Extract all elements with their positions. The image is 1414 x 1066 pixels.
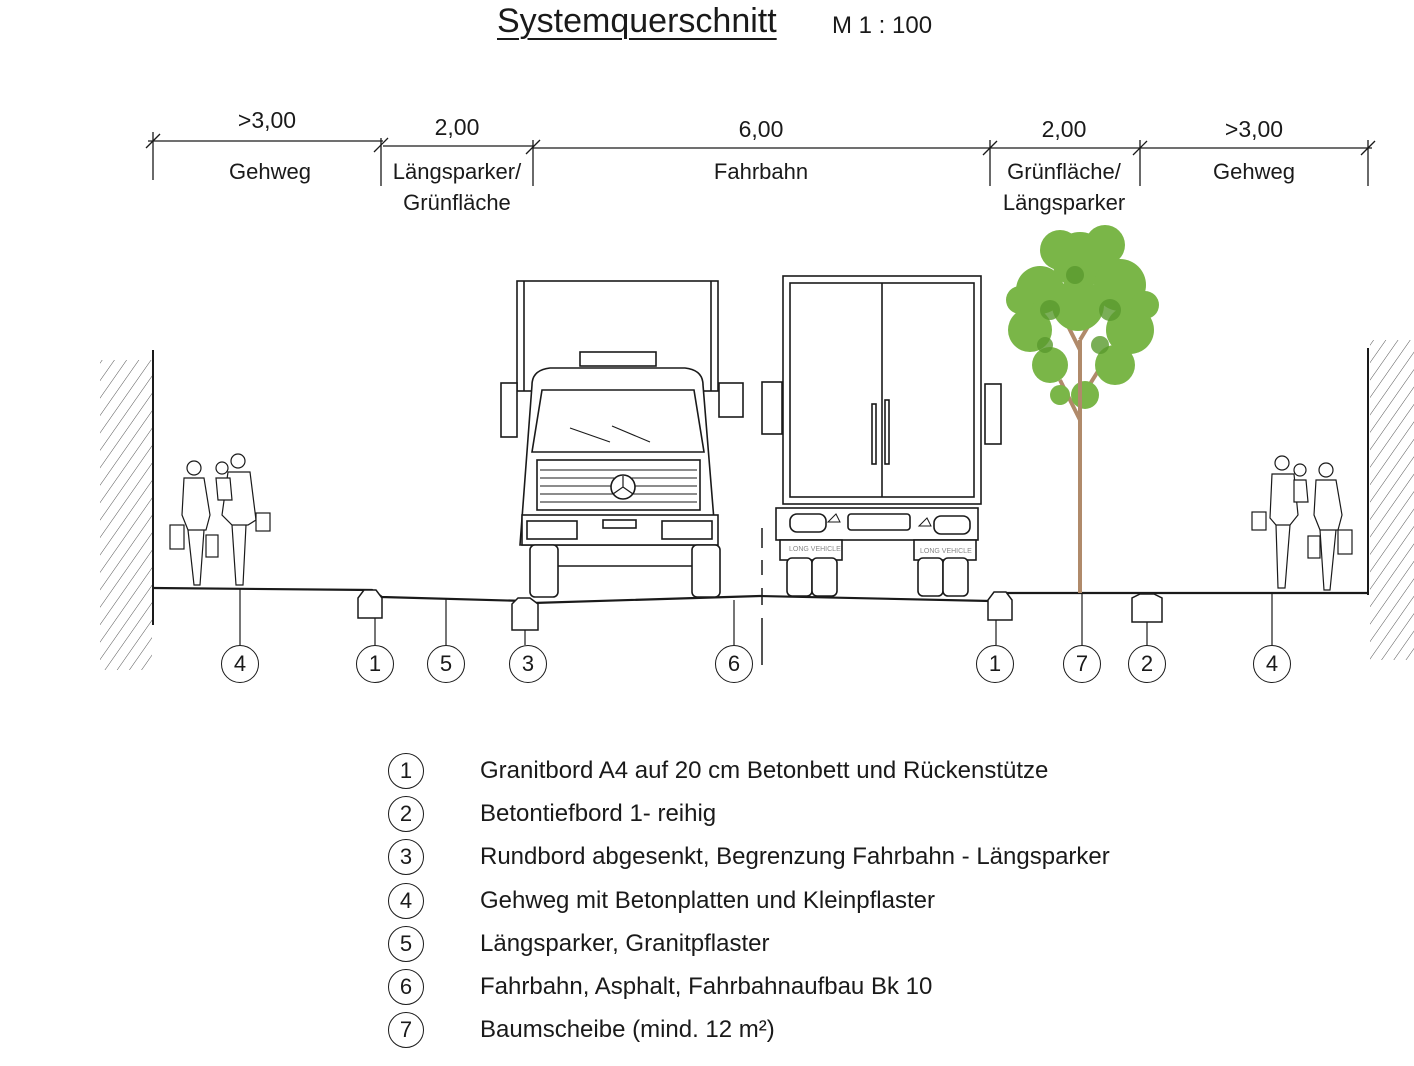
marker-label: 4 — [1265, 651, 1279, 676]
pedestrians-right — [1251, 455, 1353, 591]
marker-2: 2 — [1128, 645, 1166, 683]
legend-number: 1 — [388, 753, 424, 789]
marker-1-left: 1 — [356, 645, 394, 683]
marker-label: 2 — [1140, 651, 1154, 676]
zone-label-gehweg-left: Gehweg — [229, 159, 311, 184]
marker-3: 3 — [509, 645, 547, 683]
dim-value-laengsparker-left: 2,00 — [434, 114, 480, 140]
dim-value-gehweg-left: >3,00 — [237, 107, 297, 133]
curb-1-left — [357, 589, 383, 619]
street-tree — [1006, 225, 1159, 593]
marker-label: 7 — [1075, 651, 1089, 676]
marker-6: 6 — [715, 645, 753, 683]
truck-front-view — [500, 280, 744, 598]
legend-text: Rundbord abgesenkt, Begrenzung Fahrbahn … — [480, 843, 1110, 871]
curb-1-right — [987, 591, 1013, 621]
legend-number: 4 — [388, 882, 424, 919]
truck-plate-right: LONG VEHICLE — [920, 548, 972, 555]
marker-label: 6 — [727, 651, 741, 676]
marker-leaders — [239, 588, 1273, 645]
legend-number: 2 — [388, 796, 424, 833]
legend-number: 6 — [388, 968, 424, 1005]
header: Systemquerschnitt M 1 : 100 — [0, 0, 1414, 60]
legend-text: Längsparker, Granitpflaster — [480, 929, 770, 957]
marker-label: 1 — [368, 651, 382, 676]
marker-4-right: 4 — [1253, 645, 1291, 683]
legend-text: Baumscheibe (mind. 12 m²) — [480, 1016, 775, 1044]
drawing-title: Systemquerschnitt — [497, 2, 777, 40]
curb-2 — [1131, 593, 1163, 623]
marker-label: 5 — [439, 651, 453, 676]
zone-label-fahrbahn: Fahrbahn — [713, 159, 809, 184]
building-wall-left — [100, 350, 154, 670]
pedestrians-left — [169, 453, 271, 586]
marker-4-left: 4 — [221, 645, 259, 683]
curb-3 — [511, 597, 539, 631]
drawing-scale: M 1 : 100 — [832, 12, 933, 39]
legend-number: 7 — [388, 1012, 424, 1049]
dim-value-gruenflaeche-right: 2,00 — [1041, 116, 1087, 142]
marker-label: 3 — [521, 651, 535, 676]
building-wall-right — [1367, 340, 1414, 660]
zone-label-gruenflaeche-right: Grünfläche/ Längsparker — [1002, 159, 1126, 215]
legend-text: Fahrbahn, Asphalt, Fahrbahnaufbau Bk 10 — [480, 972, 933, 1000]
legend-text: Granitbord A4 auf 20 cm Betonbett und Rü… — [480, 757, 1049, 784]
marker-5: 5 — [427, 645, 465, 683]
ground-profile — [152, 586, 1368, 605]
zone-label-laengsparker-left: Längsparker/ Grünfläche — [392, 159, 522, 215]
legend-number: 5 — [388, 925, 424, 962]
marker-7: 7 — [1063, 645, 1101, 683]
dim-value-gehweg-right: >3,00 — [1224, 116, 1284, 142]
dim-value-fahrbahn: 6,00 — [738, 116, 784, 142]
truck-rear-view — [761, 275, 1002, 597]
marker-label: 1 — [988, 651, 1002, 676]
legend-text: Gehweg mit Betonplatten und Kleinpflaste… — [480, 886, 935, 914]
dimension-line — [145, 132, 1376, 186]
zone-label-gehweg-right: Gehweg — [1213, 159, 1295, 184]
marker-1-right: 1 — [976, 645, 1014, 683]
legend-text: Betontiefbord 1- reihig — [480, 800, 717, 828]
legend-number: 3 — [388, 839, 424, 876]
truck-plate-left: LONG VEHICLE — [789, 546, 841, 553]
marker-label: 4 — [233, 651, 247, 676]
